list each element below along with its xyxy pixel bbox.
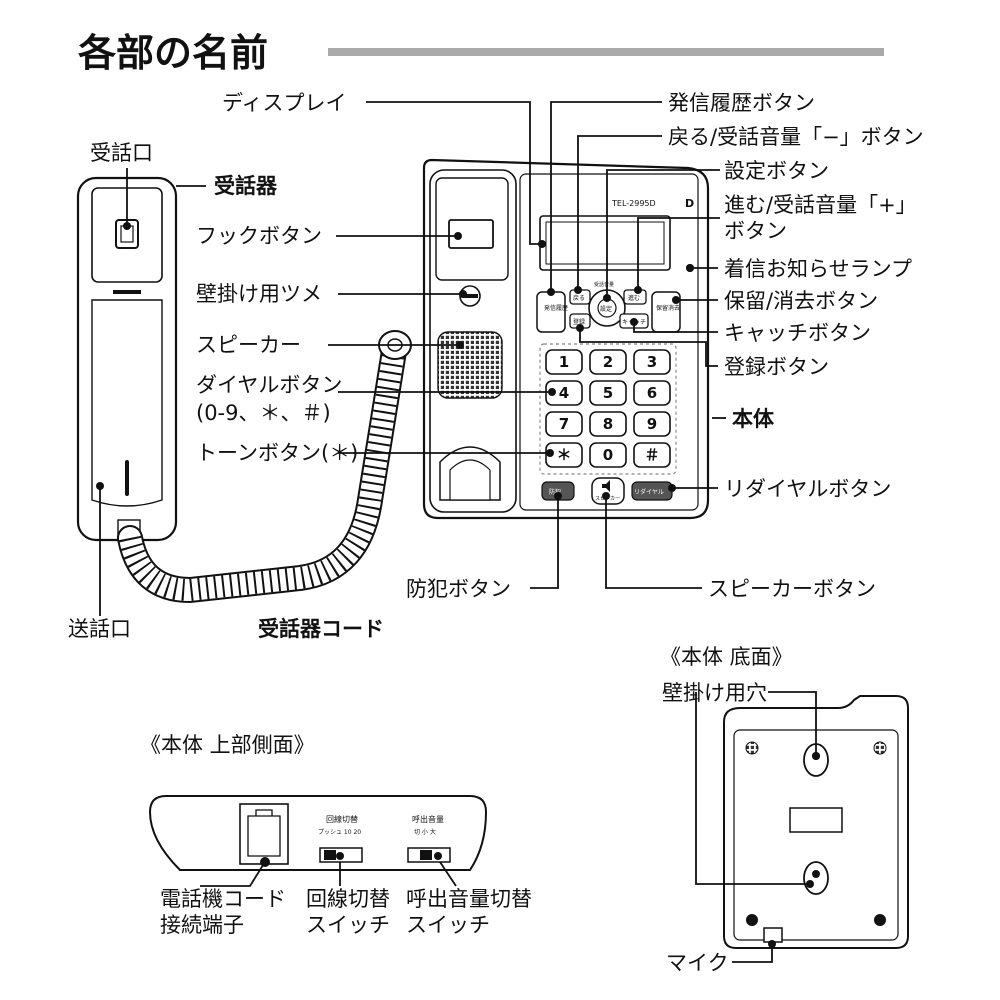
dial-key bbox=[545, 411, 583, 437]
svg-text:保留消去: 保留消去 bbox=[656, 304, 680, 312]
label-plate bbox=[789, 807, 843, 833]
label-forward-button: 進む/受話音量「+」 bbox=[724, 193, 917, 217]
label-hook-button: フックボタン bbox=[196, 224, 322, 248]
dial-key-label: 0 bbox=[603, 446, 613, 464]
dial-key-label: 7 bbox=[559, 415, 569, 433]
svg-text:プッシュ 10 20: プッシュ 10 20 bbox=[318, 829, 361, 836]
svg-text:登録: 登録 bbox=[573, 318, 585, 326]
svg-text:発信履歴: 発信履歴 bbox=[544, 304, 568, 312]
key-hasshin-rireki bbox=[536, 291, 566, 333]
svg-text:進む: 進む bbox=[628, 294, 640, 302]
dial-key-label: 4 bbox=[559, 384, 569, 402]
svg-text:設定: 設定 bbox=[600, 305, 612, 313]
label-redial-button: リダイヤルボタン bbox=[724, 477, 891, 501]
label-settings-button: 設定ボタン bbox=[724, 159, 829, 183]
model-number: TEL-2995D bbox=[611, 199, 656, 208]
dial-key bbox=[545, 349, 583, 375]
top-side-view: 回線切替 プッシュ 10 20 呼出音量 切 小 大 bbox=[148, 795, 488, 887]
dial-key bbox=[633, 380, 671, 406]
svg-text:回線切替: 回線切替 bbox=[326, 814, 358, 824]
label-incoming-lamp: 着信お知らせランプ bbox=[724, 257, 912, 281]
label-microphone: マイク bbox=[666, 951, 729, 975]
leader-lines bbox=[96, 101, 726, 616]
dial-key bbox=[589, 349, 627, 375]
label-forward-button-2: ボタン bbox=[724, 219, 787, 243]
label-wall-mount-hole: 壁掛け用穴 bbox=[662, 681, 767, 705]
key-speaker bbox=[591, 477, 625, 505]
label-line-switch: 回線切替 bbox=[306, 887, 390, 911]
label-handset-cord: 受話器コード bbox=[258, 617, 384, 641]
svg-text:受話音量: 受話音量 bbox=[594, 281, 614, 288]
title-underline bbox=[328, 48, 884, 56]
dial-key bbox=[589, 411, 627, 437]
label-hold-button: 保留/消去ボタン bbox=[724, 289, 878, 313]
heading-bottom: 《本体 底面》 bbox=[660, 645, 793, 669]
bottom-view bbox=[695, 691, 909, 963]
dial-key-label: 1 bbox=[559, 353, 569, 371]
dial-key bbox=[589, 442, 627, 468]
speaker-grille bbox=[437, 331, 503, 399]
dial-key bbox=[545, 442, 583, 468]
dial-key-label: 3 bbox=[647, 353, 657, 371]
mouthpiece-slot-icon bbox=[125, 460, 129, 496]
svg-text:リダイヤル: リダイヤル bbox=[634, 488, 664, 496]
label-register-button: 登録ボタン bbox=[724, 355, 829, 379]
hook-button bbox=[448, 219, 494, 249]
dial-key-label: 5 bbox=[603, 384, 613, 402]
label-security-button: 防犯ボタン bbox=[406, 577, 511, 601]
dial-key-label: ＊ bbox=[556, 446, 571, 464]
label-ringer-switch-2: スイッチ bbox=[406, 913, 490, 937]
dial-key bbox=[589, 380, 627, 406]
label-wall-hook-tab: 壁掛け用ツメ bbox=[196, 282, 322, 306]
label-catch-button: キャッチボタン bbox=[724, 321, 871, 345]
label-ringer-switch: 呼出音量切替 bbox=[406, 887, 532, 911]
dial-key-label: 9 bbox=[647, 415, 657, 433]
dial-key-label: 2 bbox=[603, 353, 613, 371]
label-cord-terminal: 電話機コード bbox=[160, 887, 286, 911]
label-earpiece: 受話口 bbox=[90, 141, 153, 165]
label-dial-button: ダイヤルボタン bbox=[196, 373, 342, 397]
logo-mark: D bbox=[685, 197, 694, 210]
dial-keypad: 1 2 3 4 5 6 7 8 9 ＊ 0 ＃ bbox=[545, 349, 671, 468]
label-line-switch-2: スイッチ bbox=[306, 913, 390, 937]
label-call-history-button: 発信履歴ボタン bbox=[668, 91, 815, 115]
dial-key-label: ＃ bbox=[644, 446, 659, 464]
label-cord-terminal-2: 接続端子 bbox=[160, 913, 244, 937]
speaker-icon bbox=[602, 480, 610, 492]
dial-key bbox=[633, 442, 671, 468]
label-handset: 受話器 bbox=[214, 174, 278, 198]
dial-key bbox=[633, 411, 671, 437]
label-tone-button: トーンボタン(＊) bbox=[196, 441, 358, 465]
label-display: ディスプレイ bbox=[222, 91, 347, 115]
label-mouthpiece: 送話口 bbox=[68, 617, 131, 641]
dial-key bbox=[545, 380, 583, 406]
svg-text:戻る: 戻る bbox=[573, 294, 585, 302]
page-title: 各部の名前 bbox=[78, 31, 268, 75]
svg-text:切 小 大: 切 小 大 bbox=[414, 828, 436, 836]
phone-base: TEL-2995D D 発信履歴 戻る 受話音量 設定 進む 保留消去 登録 キ… bbox=[422, 158, 710, 520]
svg-text:呼出音量: 呼出音量 bbox=[412, 814, 444, 824]
svg-text:防犯: 防犯 bbox=[549, 488, 561, 496]
label-dial-button-keys: (0-9、＊、＃) bbox=[196, 401, 331, 425]
dial-key-label: 6 bbox=[647, 384, 657, 402]
label-speaker-button: スピーカーボタン bbox=[708, 577, 876, 601]
handset bbox=[76, 176, 178, 542]
keypad-outline bbox=[539, 343, 677, 475]
label-main-unit: 本体 bbox=[732, 407, 775, 431]
mic-grille bbox=[763, 927, 783, 943]
dial-key-label: 8 bbox=[603, 415, 613, 433]
heading-top-side: 《本体 上部側面》 bbox=[140, 733, 315, 757]
dial-key bbox=[633, 349, 671, 375]
label-back-button: 戻る/受話音量「−」ボタン bbox=[668, 125, 924, 149]
label-speaker: スピーカー bbox=[196, 333, 301, 357]
